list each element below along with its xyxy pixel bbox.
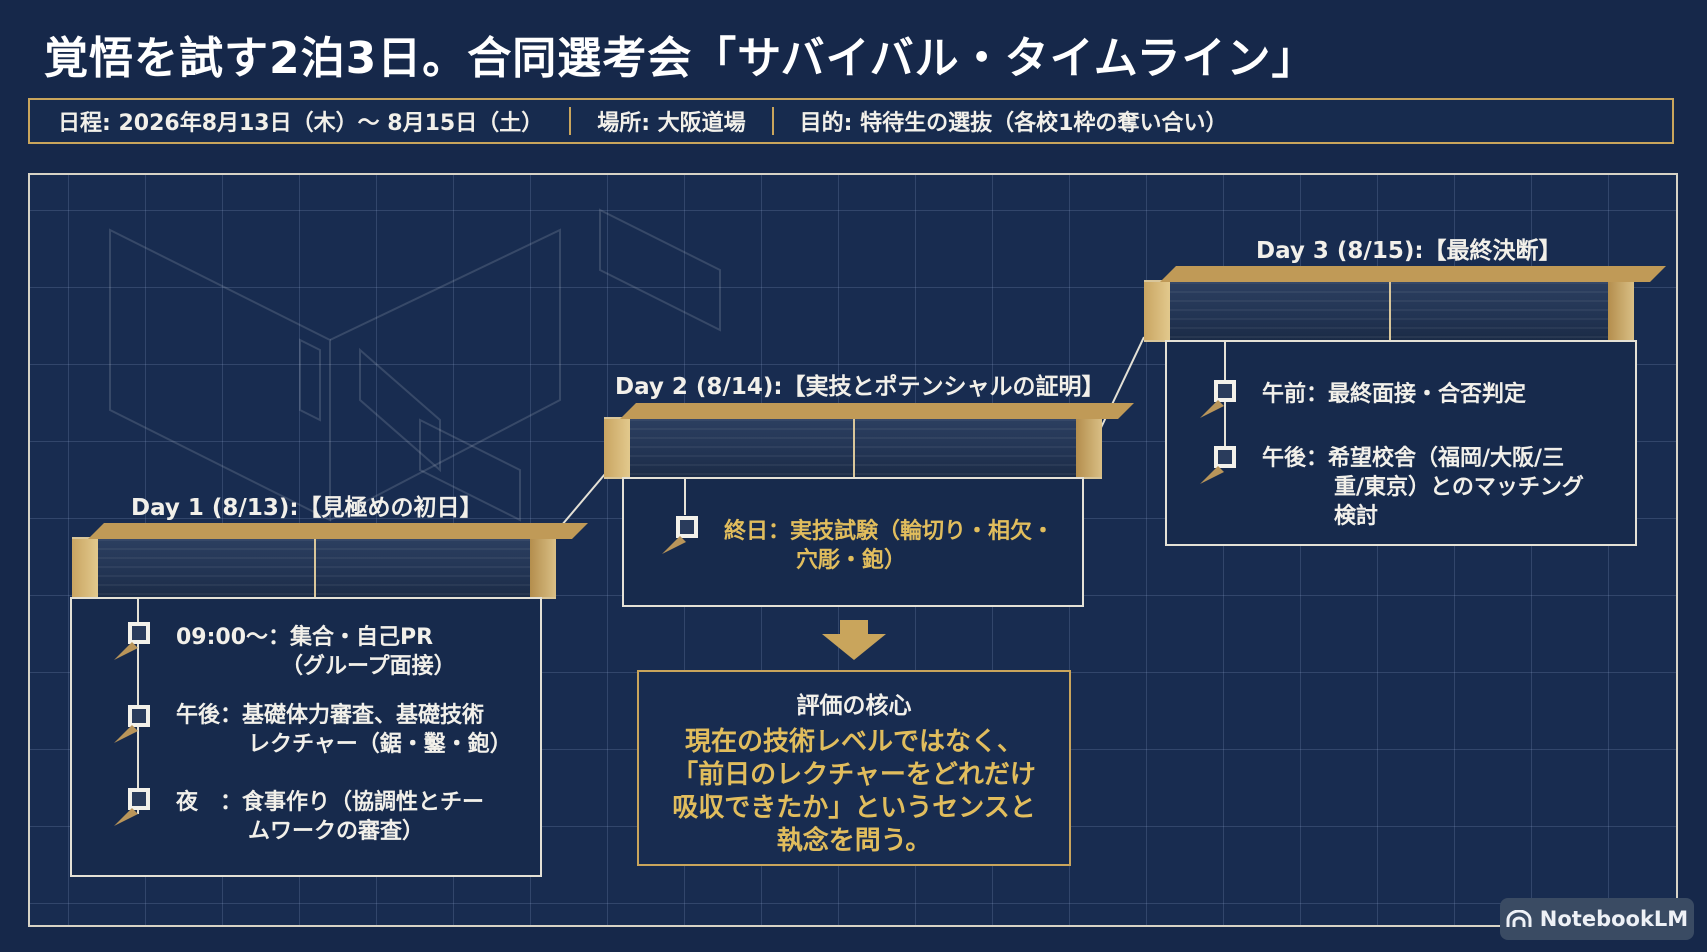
connector-day1-day2 xyxy=(555,473,606,533)
purpose-text: 目的: 特待生の選抜（各校1枠の奪い合い） xyxy=(799,111,1228,136)
day1-label: Day 1 (8/13):【見極めの初日】 xyxy=(131,495,483,521)
evaluation-head: 評価の核心 xyxy=(796,693,912,719)
joint-sketch xyxy=(109,208,721,522)
notebooklm-logo-icon xyxy=(1506,910,1532,927)
day1-entry-3: 夜 ：食事作り（協調性とチームワークの審査） xyxy=(176,790,485,844)
day2-beam xyxy=(604,403,1134,479)
info-bar: 日程: 2026年8月13日（木）～ 8月15日（土） 場所: 大阪道場 目的:… xyxy=(28,98,1674,144)
place-text: 場所: 大阪道場 xyxy=(597,111,746,136)
day3-entry-1: 午前：最終面接・合否判定 xyxy=(1262,382,1527,407)
page-title: 覚悟を試す2泊3日。合同選考会「サバイバル・タイムライン」 xyxy=(44,33,1317,84)
day1-beam xyxy=(72,523,588,599)
day2-entry-1: 終日：実技試験（輪切り・相欠・穴彫・鉋） xyxy=(724,519,1055,573)
schedule-text: 日程: 2026年8月13日（木）～ 8月15日（土） xyxy=(58,111,544,136)
day3-card xyxy=(1165,340,1637,546)
pin-icon xyxy=(1200,380,1236,418)
pin-icon xyxy=(662,516,698,554)
day1-entry-1: 09:00～：集合・自己PR（グループ面接） xyxy=(176,625,456,679)
badge-text: NotebookLM xyxy=(1539,907,1689,931)
notebooklm-badge: NotebookLM xyxy=(1500,898,1694,940)
day2-label: Day 2 (8/14):【実技とポテンシャルの証明】 xyxy=(615,374,1105,400)
pin-icon xyxy=(114,705,150,743)
pin-icon xyxy=(114,622,150,660)
evaluation-body: 現在の技術レベルではなく、 「前日のレクチャーをどれだけ 吸収できたか」というセ… xyxy=(672,727,1036,856)
timeline-line xyxy=(684,479,686,515)
day3-label: Day 3 (8/15):【最終決断】 xyxy=(1256,238,1562,264)
day2-card xyxy=(622,477,1084,607)
pin-icon xyxy=(114,788,150,826)
divider xyxy=(771,107,774,135)
divider xyxy=(569,107,572,135)
day3-beam xyxy=(1144,266,1666,342)
arrow-down-icon xyxy=(822,620,886,660)
day1-entry-2: 午後：基礎体力審査、基礎技術レクチャー（鋸・鑿・鉋） xyxy=(176,703,512,757)
pin-icon xyxy=(1200,446,1236,484)
day3-entry-2: 午後：希望校舎（福岡/大阪/三重/東京）とのマッチング検討 xyxy=(1262,446,1584,529)
evaluation-box: 評価の核心 現在の技術レベルではなく、 「前日のレクチャーをどれだけ 吸収できた… xyxy=(637,670,1071,866)
